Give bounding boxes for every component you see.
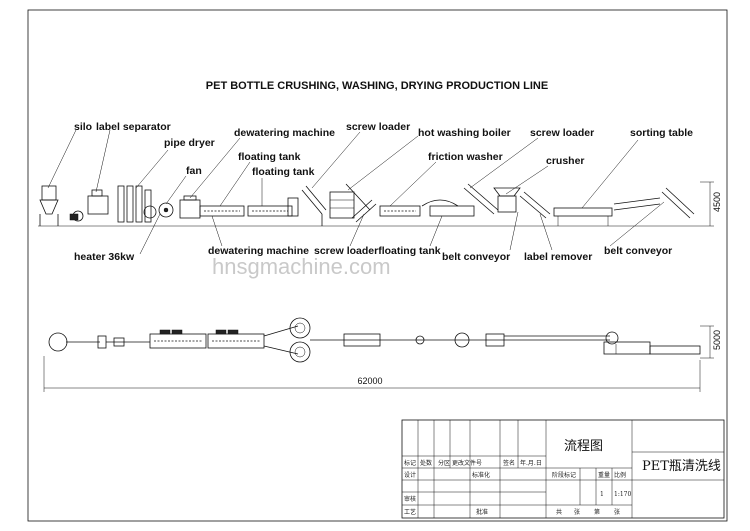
belt-conveyor-1-equipment <box>463 183 499 215</box>
label-label-remover: label remover <box>524 251 592 263</box>
floating-tank-2-equipment <box>247 197 299 217</box>
label-floating-tank-1: floating tank <box>238 151 301 163</box>
tb-change-doc: 更改文件号 <box>452 459 482 467</box>
label-dewatering-machine: dewatering machine <box>234 127 335 139</box>
tb-date: 年.月.日 <box>520 459 542 467</box>
height-dimension: 4500 <box>700 181 722 227</box>
friction-washer-equipment <box>379 205 421 217</box>
title-block <box>401 419 725 519</box>
svg-text:5000: 5000 <box>712 330 722 350</box>
tb-process: 工艺 <box>404 508 416 516</box>
tb-zone: 分区 <box>438 459 450 467</box>
tb-sheet-count: 1 <box>600 491 604 498</box>
tb-scale-label: 比例 <box>614 471 626 479</box>
label-screw-loader-floating-tank: screw loaderfloating tank <box>314 245 441 257</box>
label-label-separator: label separator <box>96 121 171 133</box>
tb-count: 处数 <box>420 459 432 467</box>
crusher-equipment <box>493 187 521 213</box>
label-heater: heater 36kw <box>74 251 135 263</box>
dewatering-machine-equipment <box>179 195 201 219</box>
leader-lines <box>47 129 665 255</box>
plan-dimensions: 5000 62000 <box>43 325 722 392</box>
tb-sheet: 张 <box>574 508 580 516</box>
tb-signature: 签名 <box>503 459 515 467</box>
screw-loader-1-equipment <box>301 185 327 226</box>
tb-total-sheets: 共 <box>556 508 562 516</box>
label-belt-conveyor-2: belt conveyor <box>604 245 672 257</box>
floating-tank-3-equipment <box>421 199 475 217</box>
screw-loader-2-equipment <box>351 199 377 223</box>
drawing-frame <box>27 9 728 522</box>
tb-mark: 标记 <box>404 459 416 467</box>
fan-equipment <box>158 202 174 218</box>
hot-washing-boiler-equipment <box>329 183 371 219</box>
label-screw-loader-2: screw loader <box>530 127 594 139</box>
label-silo: silo <box>74 121 92 133</box>
label-friction-washer: friction washer <box>428 151 503 163</box>
sorting-table-equipment <box>553 207 613 226</box>
watermark: hnsgmachine.com <box>212 254 391 279</box>
label-hot-washing-boiler: hot washing boiler <box>418 127 511 139</box>
label-belt-conveyor-1: belt conveyor <box>442 251 510 263</box>
diagram-title: PET BOTTLE CRUSHING, WASHING, DRYING PRO… <box>206 80 548 92</box>
side-view <box>38 183 700 227</box>
silo-equipment <box>39 185 59 226</box>
pipe-dryer-equipment <box>117 185 157 223</box>
tb-review: 审核 <box>404 495 416 503</box>
label-separator-equipment <box>69 189 109 222</box>
drawing-name: 流程图 <box>564 439 603 454</box>
tb-scale-value: 1:170 <box>614 491 631 498</box>
tb-standardize: 标准化 <box>472 471 490 479</box>
label-screw-loader-1: screw loader <box>346 121 410 133</box>
belt-conveyor-2-equipment <box>613 187 695 219</box>
label-crusher: crusher <box>546 155 585 167</box>
tb-approve: 批准 <box>476 508 488 516</box>
svg-text:62000: 62000 <box>357 376 382 386</box>
tb-no: 第 <box>594 508 600 516</box>
plan-view <box>48 317 701 363</box>
label-pipe-dryer: pipe dryer <box>164 137 215 149</box>
label-dewatering-machine-bottom: dewatering machine <box>208 245 309 257</box>
label-sorting-table: sorting table <box>630 127 693 139</box>
tb-weight: 重量 <box>598 471 610 479</box>
label-remover-equipment <box>519 191 551 219</box>
label-floating-tank-2: floating tank <box>252 166 315 178</box>
svg-text:4500: 4500 <box>712 192 722 212</box>
floating-tank-1-equipment <box>199 205 245 217</box>
tb-design: 设计 <box>404 471 416 479</box>
tb-stage-mark: 阶段标记 <box>552 471 576 479</box>
label-fan: fan <box>186 165 202 177</box>
tb-zhang: 张 <box>614 508 620 516</box>
product-name: PET瓶清洗线 <box>642 459 721 474</box>
